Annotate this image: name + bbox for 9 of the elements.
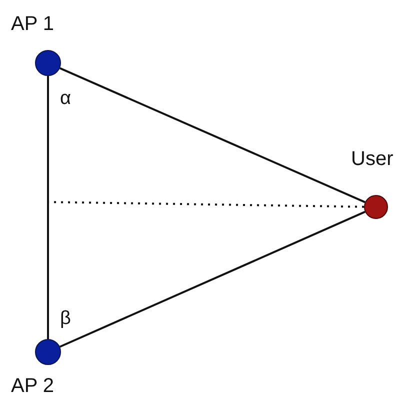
angle-label: α: [60, 88, 71, 110]
dotted-line: [48, 201, 364, 208]
line: [47, 76, 49, 339]
node-label: AP 1: [11, 13, 54, 36]
angle-label: β: [60, 308, 71, 330]
line: [60, 67, 366, 204]
node-label: AP 2: [11, 375, 54, 398]
line: [59, 210, 366, 348]
node-label: User: [351, 148, 394, 171]
